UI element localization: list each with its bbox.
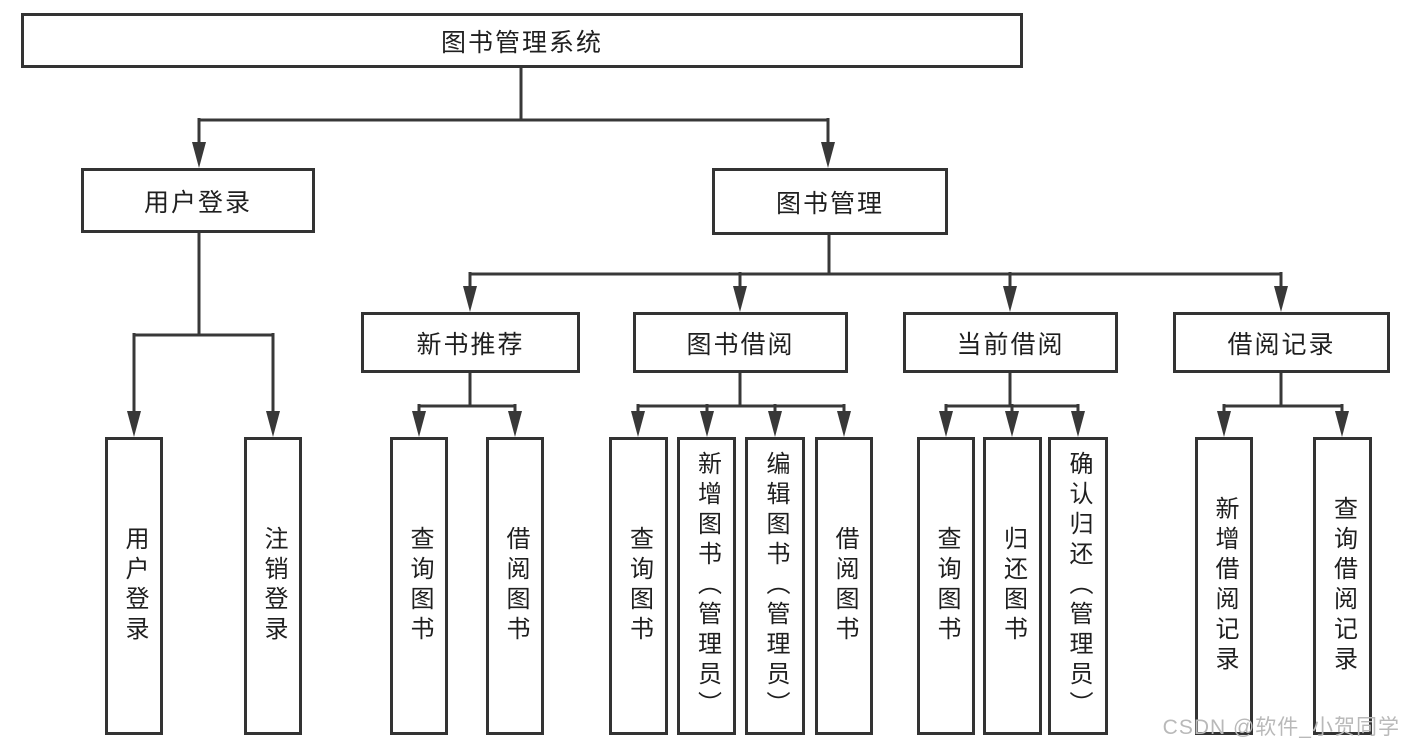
node-leaf-user-login: 用户登录 (105, 437, 163, 735)
leaf-label: 编辑图书（管理员） (762, 451, 789, 721)
node-new-book-recommend: 新书推荐 (361, 312, 580, 373)
connector-new-book-children (412, 373, 522, 437)
leaf-label: 查询图书 (625, 526, 653, 646)
node-book-borrowing: 图书借阅 (633, 312, 848, 373)
leaf-label: 确认归还（管理员） (1065, 451, 1092, 721)
leaf-label: 注销登录 (260, 526, 287, 646)
leaf-label: 归还图书 (999, 526, 1027, 646)
node-leaf-edit-book-admin: 编辑图书（管理员） (745, 437, 805, 735)
connector-root-to-level2 (192, 66, 835, 168)
node-root-library-system: 图书管理系统 (21, 13, 1023, 68)
node-leaf-add-borrow-record: 新增借阅记录 (1195, 437, 1253, 735)
node-leaf-query-books-3: 查询图书 (917, 437, 975, 735)
connector-book-mgmt-children (463, 235, 1288, 312)
leaf-label: 借阅图书 (502, 526, 529, 646)
node-leaf-query-books-2: 查询图书 (609, 437, 668, 735)
node-leaf-add-book-admin: 新增图书（管理员） (677, 437, 736, 735)
node-current-borrowing: 当前借阅 (903, 312, 1118, 373)
connector-book-borrow-children (631, 373, 851, 437)
leaf-label: 查询借阅记录 (1329, 496, 1357, 676)
node-leaf-confirm-return-admin: 确认归还（管理员） (1048, 437, 1108, 735)
node-leaf-query-books-1: 查询图书 (390, 437, 448, 735)
node-leaf-return-book: 归还图书 (983, 437, 1042, 735)
node-book-management-branch: 图书管理 (712, 168, 948, 235)
leaf-label: 用户登录 (121, 526, 148, 646)
connector-user-login-children (127, 233, 280, 437)
node-borrowing-records: 借阅记录 (1173, 312, 1390, 373)
csdn-watermark: CSDN @软件_小贺同学 (1162, 716, 1400, 739)
leaf-label: 新增借阅记录 (1211, 496, 1238, 676)
node-leaf-borrow-books-1: 借阅图书 (486, 437, 544, 735)
leaf-label: 借阅图书 (831, 526, 858, 646)
leaf-label: 查询图书 (406, 526, 433, 646)
leaf-label: 查询图书 (933, 526, 960, 646)
node-leaf-borrow-books-2: 借阅图书 (815, 437, 873, 735)
connector-current-borrow-children (939, 373, 1085, 437)
node-user-login-branch: 用户登录 (81, 168, 315, 233)
node-leaf-logout: 注销登录 (244, 437, 302, 735)
node-leaf-query-borrow-record: 查询借阅记录 (1313, 437, 1372, 735)
connector-borrow-record-children (1217, 373, 1349, 437)
leaf-label: 新增图书（管理员） (693, 451, 721, 721)
